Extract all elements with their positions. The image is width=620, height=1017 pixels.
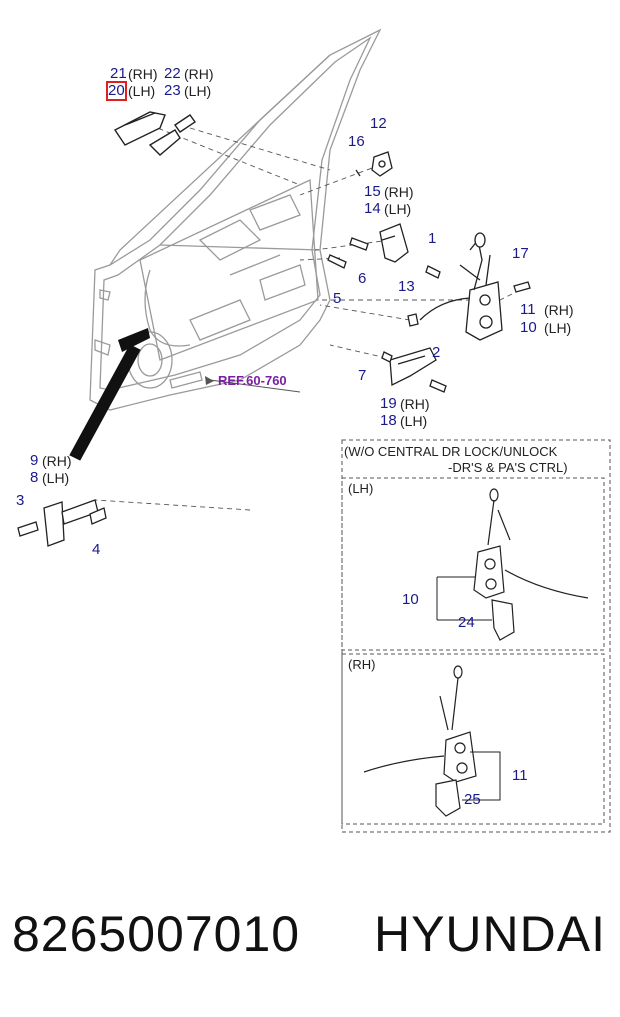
callout-1: 1 [428, 230, 437, 247]
callout-15-side: (RH) [384, 184, 414, 200]
callout-14: 14 [364, 200, 381, 217]
callout-7: 7 [358, 367, 367, 384]
callout-22: 22 [164, 65, 181, 82]
callout-20-highlighted: 20 [106, 81, 127, 101]
callout-18-side: (LH) [400, 413, 428, 429]
checker-strap [69, 344, 141, 461]
callout-12: 12 [370, 115, 387, 132]
brand-name: HYUNDAI [373, 906, 606, 962]
callout-5: 5 [333, 290, 342, 307]
callout-22-side: (RH) [184, 66, 214, 82]
callout-18: 18 [380, 412, 397, 429]
callout-6: 6 [358, 270, 367, 287]
callout-11: 11 [520, 301, 536, 318]
callout-2: 2 [432, 344, 441, 361]
callout-17: 17 [512, 245, 529, 262]
door-checker-part [17, 499, 107, 547]
callout-21: 21 [110, 65, 127, 82]
callout-13: 13 [398, 278, 415, 295]
callout-15: 15 [364, 183, 381, 200]
callout-21-side: (RH) [128, 66, 158, 82]
callout-8-side: (LH) [42, 470, 70, 486]
callout-4: 4 [92, 541, 101, 558]
door-frame-outline [89, 28, 382, 411]
parts-diagram: 21 (RH) 20 (LH) 22 (RH) 23 (LH) 12 16 15… [16, 28, 611, 833]
callout-19-side: (RH) [400, 396, 430, 412]
callout-24: 24 [458, 614, 475, 631]
callout-10-lh-variant: 10 [402, 591, 419, 608]
callout-11-side: (RH) [544, 302, 574, 318]
upper-bracket-parts [327, 151, 531, 327]
door-latch-part [419, 232, 503, 341]
callout-3: 3 [16, 492, 25, 509]
ref-label: REF.60-760 [218, 373, 287, 388]
callout-14-side: (LH) [384, 201, 412, 217]
callout-23: 23 [164, 82, 181, 99]
lh-variant-latch [473, 488, 589, 641]
lh-bracket-lines [436, 576, 492, 621]
callout-9: 9 [30, 452, 39, 469]
callout-19: 19 [380, 395, 397, 412]
variant-title-line1: (W/O CENTRAL DR LOCK/UNLOCK [344, 444, 558, 459]
callout-8: 8 [30, 469, 39, 486]
variant-lh-label: (LH) [348, 481, 374, 496]
variant-rh-frame [341, 653, 605, 825]
footer: 8265007010 HYUNDAI [0, 905, 620, 975]
callout-25: 25 [464, 791, 481, 808]
callout-11-rh-variant: 11 [512, 767, 528, 784]
callout-10-side: (LH) [544, 320, 572, 336]
callout-23-side: (LH) [184, 83, 212, 99]
callout-9-side: (RH) [42, 453, 72, 469]
callout-16: 16 [348, 133, 365, 150]
callout-20-side: (LH) [128, 83, 156, 99]
callout-10: 10 [520, 319, 537, 336]
variant-title-line2: -DR'S & PA'S CTRL) [448, 460, 568, 475]
door-exploded-view [17, 28, 611, 833]
rh-bracket-lines [462, 751, 501, 801]
ref-leader [209, 379, 301, 393]
rh-variant-latch [363, 665, 477, 817]
part-number: 8265007010 [12, 906, 301, 962]
ref-arrow-icon [205, 376, 214, 385]
outside-handle-part [113, 111, 196, 156]
variant-rh-label: (RH) [348, 657, 376, 672]
inside-handle-part [381, 347, 447, 393]
checker-arm [118, 328, 150, 352]
